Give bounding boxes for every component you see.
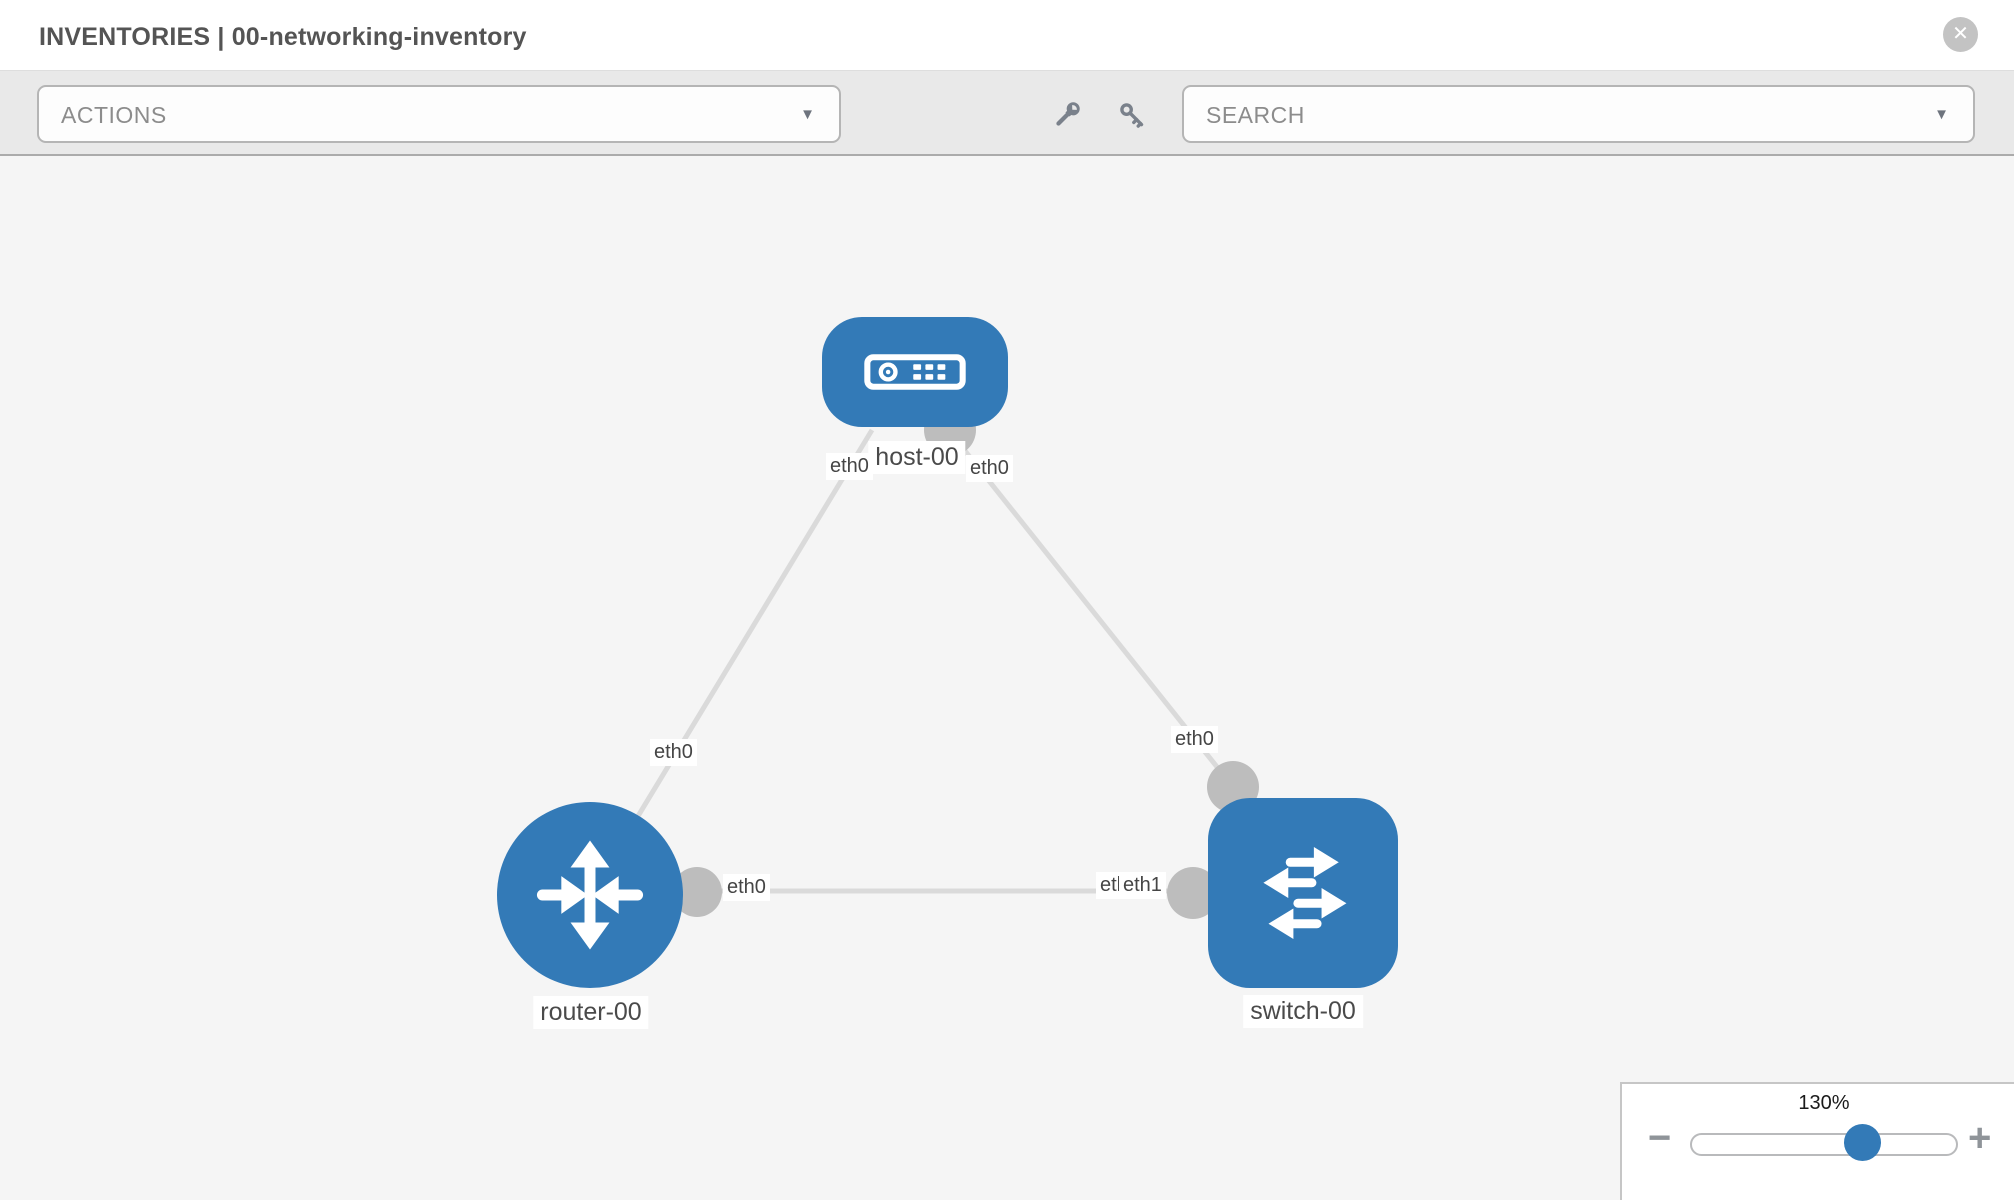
iface-label: eth0 <box>826 453 873 480</box>
host-icon <box>864 354 966 390</box>
node-host-00[interactable] <box>822 317 1008 427</box>
wrench-icon[interactable] <box>1050 98 1084 132</box>
node-label-host-00: host-00 <box>868 441 966 474</box>
zoom-panel: 130% − + <box>1620 1082 2014 1200</box>
key-icon[interactable] <box>1115 98 1149 132</box>
search-dropdown-label: SEARCH <box>1206 102 1305 128</box>
zoom-level: 130% <box>1798 1092 1850 1114</box>
actions-dropdown-label: ACTIONS <box>61 102 167 128</box>
node-label-switch-00: switch-00 <box>1243 995 1363 1028</box>
close-icon: ✕ <box>1952 23 1969 45</box>
router-icon <box>536 840 644 950</box>
page-title: INVENTORIES | 00-networking-inventory <box>39 23 527 51</box>
node-router-00[interactable] <box>497 802 683 988</box>
node-switch-00[interactable] <box>1208 798 1398 988</box>
actions-dropdown[interactable]: ACTIONS ▼ <box>37 85 841 143</box>
node-label-router-00: router-00 <box>533 996 649 1029</box>
chevron-down-icon: ▼ <box>800 106 815 123</box>
iface-label: eth0 <box>650 739 697 766</box>
search-dropdown[interactable]: SEARCH ▼ <box>1182 85 1975 143</box>
link-line-host-router <box>629 428 875 828</box>
switch-icon <box>1263 847 1347 939</box>
topology-canvas[interactable]: eth0 eth0 eth0 eth0 eth0 eth0 eth1 host-… <box>0 156 2014 1200</box>
iface-label: eth0 <box>723 874 770 901</box>
close-button[interactable]: ✕ <box>1943 17 1978 52</box>
toolbar: ACTIONS ▼ SEARCH ▼ <box>0 70 2014 156</box>
header: INVENTORIES | 00-networking-inventory ✕ <box>0 0 2014 70</box>
zoom-slider-thumb[interactable] <box>1844 1124 1881 1161</box>
chevron-down-icon: ▼ <box>1934 106 1949 123</box>
iface-label: eth0 <box>1171 726 1218 753</box>
links-layer <box>629 404 1259 919</box>
iface-label: eth0 <box>966 455 1013 482</box>
zoom-out-button[interactable]: − <box>1648 1116 1672 1160</box>
zoom-in-button[interactable]: + <box>1968 1116 1992 1160</box>
zoom-slider[interactable] <box>1690 1133 1958 1156</box>
iface-label: eth1 <box>1119 872 1166 899</box>
